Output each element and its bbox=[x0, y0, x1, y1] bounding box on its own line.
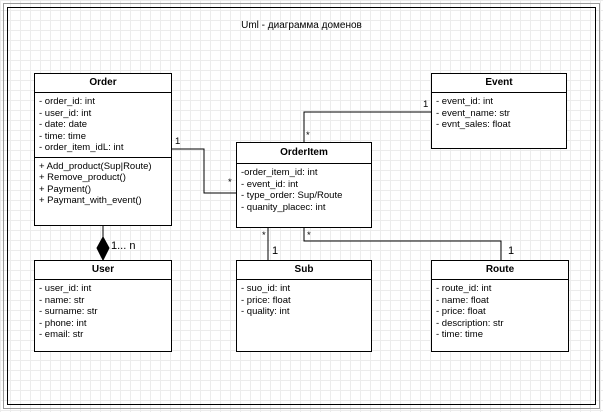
attribute: - phone: int bbox=[39, 317, 87, 329]
attribute: - event_id: int bbox=[241, 178, 299, 190]
assoc-event-orderitem bbox=[303, 111, 431, 142]
attribute: - name: str bbox=[39, 294, 85, 306]
multiplicity-orderitem-sub-side: * bbox=[262, 230, 266, 241]
multiplicity-orderitem-route-side: * bbox=[307, 230, 311, 241]
class-user[interactable]: User - user_id: int - name: str - surnam… bbox=[34, 260, 172, 352]
attribute: - description: str bbox=[436, 317, 504, 329]
attributes-section: - user_id: int - name: str - surname: st… bbox=[35, 280, 171, 344]
class-sub[interactable]: Sub - suo_id: int - price: float - quali… bbox=[236, 260, 372, 352]
method: + Paymant_with_event() bbox=[39, 195, 142, 206]
composition-diamond bbox=[96, 235, 110, 262]
attribute: - suo_id: int bbox=[241, 283, 291, 294]
attribute: - type_order: Sup/Route bbox=[241, 190, 343, 201]
class-name: OrderItem bbox=[237, 143, 371, 164]
attribute: - email: str bbox=[39, 329, 84, 340]
multiplicity-orderitem-event-side: * bbox=[306, 130, 310, 141]
class-name: Route bbox=[432, 261, 568, 280]
diagram-title: Uml - диаграмма доменов bbox=[241, 20, 362, 31]
attribute: - date: date bbox=[39, 119, 88, 130]
diagram-frame bbox=[3, 3, 600, 409]
class-name: Order bbox=[35, 74, 171, 93]
attribute: - route_id: int bbox=[436, 283, 492, 294]
attribute: - evnt_sales: float bbox=[436, 119, 511, 130]
attribute: - time: time bbox=[436, 329, 483, 340]
class-orderitem[interactable]: OrderItem -order_item_id: int - event_id… bbox=[236, 142, 372, 228]
attribute: - user_id: int bbox=[39, 283, 92, 294]
attribute: -order_item_id: int bbox=[241, 167, 318, 178]
assoc-orderitem-route bbox=[303, 228, 502, 260]
assoc-order-orderitem bbox=[172, 148, 236, 194]
attribute: - order_item_idL: int bbox=[39, 142, 124, 153]
attributes-section: - suo_id: int - price: float - quality: … bbox=[237, 280, 371, 321]
multiplicity-sub-side: 1 bbox=[272, 245, 279, 257]
attribute: - price: float bbox=[241, 294, 291, 306]
attribute: - name: float bbox=[436, 294, 489, 306]
class-event[interactable]: Event - event_id: int - event_name: str … bbox=[431, 73, 567, 149]
diagram-boundary bbox=[7, 7, 596, 405]
attribute: - time: time bbox=[39, 130, 86, 142]
multiplicity-order-side: 1 bbox=[175, 136, 181, 147]
class-name: Sub bbox=[237, 261, 371, 280]
attribute: - quality: int bbox=[241, 306, 290, 317]
method: + Add_product(Sup|Route) bbox=[39, 160, 152, 172]
attributes-section: - route_id: int - name: float - price: f… bbox=[432, 280, 568, 344]
attributes-section: -order_item_id: int - event_id: int - ty… bbox=[237, 164, 371, 216]
multiplicity-user-side: 1... n bbox=[111, 240, 136, 252]
method: + Remove_product() bbox=[39, 172, 126, 183]
class-order[interactable]: Order - order_id: int - user_id: int - d… bbox=[34, 73, 172, 226]
multiplicity-route-side: 1 bbox=[508, 245, 515, 257]
multiplicity-event-side: 1 bbox=[423, 99, 429, 110]
method: + Payment() bbox=[39, 183, 92, 195]
attribute: - quanity_placec: int bbox=[241, 201, 326, 213]
attribute: - price: float bbox=[436, 306, 486, 317]
multiplicity-orderitem-side: * bbox=[228, 177, 232, 188]
class-name: User bbox=[35, 261, 171, 280]
class-name: Event bbox=[432, 74, 566, 93]
attribute: - event_id: int bbox=[436, 96, 494, 107]
class-route[interactable]: Route - route_id: int - name: float - pr… bbox=[431, 260, 569, 352]
attributes-section: - order_id: int - user_id: int - date: d… bbox=[35, 93, 171, 157]
attribute: - order_id: int bbox=[39, 96, 95, 107]
methods-section: + Add_product(Sup|Route) + Remove_produc… bbox=[35, 156, 171, 210]
attributes-section: - event_id: int - event_name: str - evnt… bbox=[432, 93, 566, 134]
attribute: - event_name: str bbox=[436, 107, 510, 119]
attribute: - surname: str bbox=[39, 306, 98, 317]
attribute: - user_id: int bbox=[39, 107, 92, 119]
